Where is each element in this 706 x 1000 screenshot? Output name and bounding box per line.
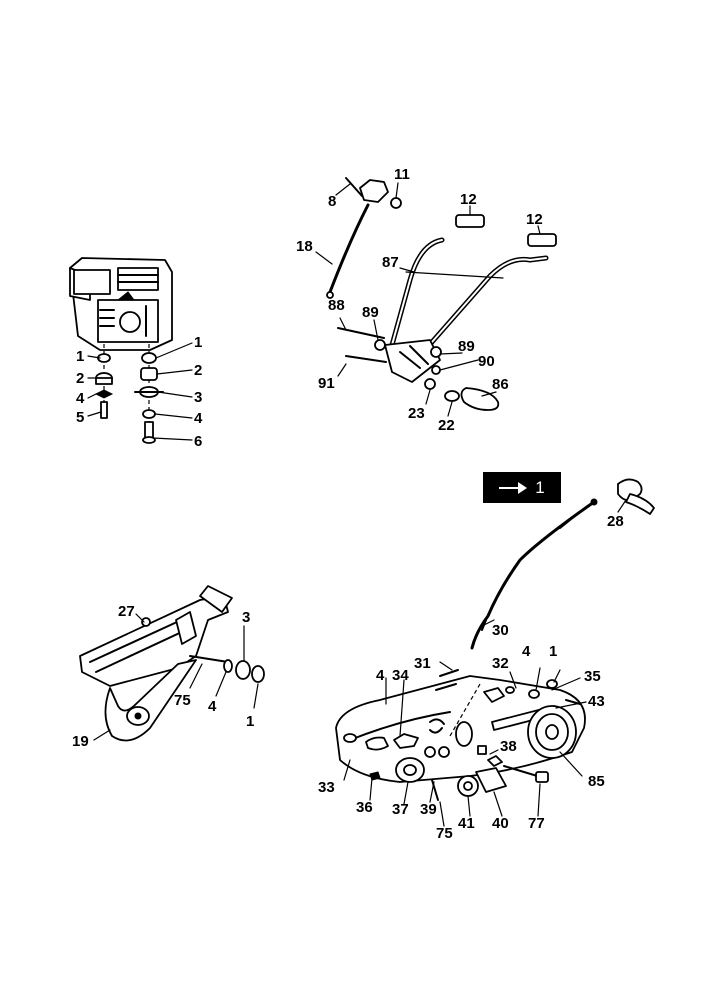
callout-label: 4 (194, 410, 203, 427)
clutch-callout-leaders (343, 499, 627, 827)
callout-label: 8 (328, 193, 336, 210)
callout-label: 19 (72, 733, 89, 750)
callout-label: 85 (588, 773, 605, 790)
callout-label: 75 (436, 825, 453, 842)
callout-label: 27 (118, 603, 135, 620)
callout-label: 86 (492, 376, 509, 393)
engine-mount-hardware (94, 344, 164, 444)
callout-label: 1 (76, 348, 84, 365)
callout-label: 39 (420, 801, 437, 818)
callout-label: 22 (438, 417, 455, 434)
callout-label: 4 (76, 390, 85, 407)
callout-label: 88 (328, 297, 345, 314)
next-page-arrow-button[interactable]: 1 (483, 472, 561, 503)
right-arrow-icon (499, 481, 528, 494)
belt-guard-assembly (335, 669, 586, 801)
clutch-lever-and-cable (470, 478, 655, 650)
callout-label: 77 (528, 815, 545, 832)
handlebar-assembly (326, 177, 557, 411)
callout-label: 35 (584, 668, 601, 685)
callout-label: 12 (526, 211, 543, 228)
callout-label: 4 (208, 698, 217, 715)
callout-label: 2 (194, 362, 202, 379)
callout-label: 1 (549, 643, 557, 660)
callout-label: 12 (460, 191, 477, 208)
callout-label: 37 (392, 801, 409, 818)
callout-label: 4 (522, 643, 531, 660)
callout-label: 40 (492, 815, 509, 832)
callout-label: 2 (76, 370, 84, 387)
callout-label: 75 (174, 692, 191, 709)
callout-label: 5 (76, 409, 84, 426)
callout-label: 89 (362, 304, 379, 321)
frame-and-belt-assembly (79, 585, 265, 742)
callout-label: 1 (246, 713, 254, 730)
callout-label: 43 (588, 693, 605, 710)
callout-label: 89 (458, 338, 475, 355)
frame-callout-leaders (93, 613, 259, 741)
callout-label: 4 (376, 667, 385, 684)
callout-label: 23 (408, 405, 425, 422)
callout-label: 32 (492, 655, 509, 672)
callout-label: 31 (414, 655, 431, 672)
callout-label: 36 (356, 799, 373, 816)
callout-label: 3 (194, 389, 202, 406)
callout-label: 11 (394, 166, 410, 183)
handlebar-callout-leaders (315, 182, 541, 417)
callout-label: 87 (382, 254, 399, 271)
callout-label: 41 (458, 815, 475, 832)
callout-label: 1 (194, 334, 202, 351)
callout-label: 91 (318, 375, 335, 392)
callout-label: 38 (500, 738, 517, 755)
callout-label: 3 (242, 609, 250, 626)
callout-label: 34 (392, 667, 409, 684)
callout-label: 18 (296, 238, 313, 255)
callout-label: 33 (318, 779, 335, 796)
next-page-label: 1 (535, 477, 545, 497)
callout-label: 28 (607, 513, 624, 530)
callout-label: 90 (478, 353, 495, 370)
callout-label: 6 (194, 433, 202, 450)
callout-label: 30 (492, 622, 509, 639)
engine-callout-leaders (87, 342, 193, 441)
engine-assembly (69, 257, 173, 351)
